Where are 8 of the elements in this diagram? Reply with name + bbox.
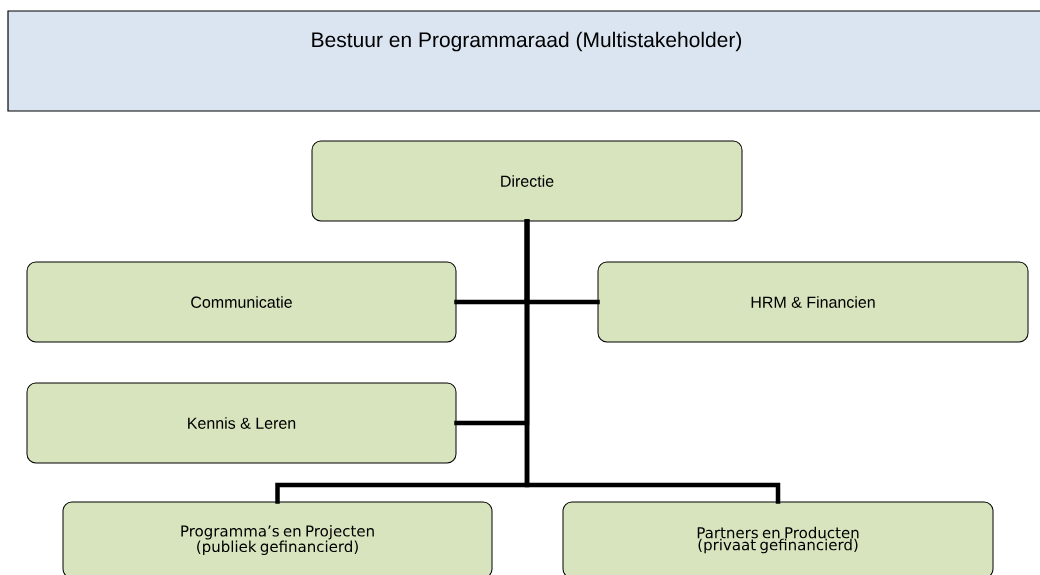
header-band: Bestuur en Programmaraad (Multistakeholder) [7, 10, 1040, 112]
unit-box: Directie [311, 140, 743, 222]
unit-box: Communicatie [26, 261, 457, 343]
unit-box: HRM & Financien [597, 261, 1029, 343]
unit-box: Partners en Producten (privaat gefinancierd) [562, 501, 994, 575]
unit-box: Programma’s en Projecten (publiek gefinancierd) [62, 501, 493, 575]
unit-box: Kennis & Leren [26, 382, 457, 464]
connector-line [524, 219, 781, 504]
